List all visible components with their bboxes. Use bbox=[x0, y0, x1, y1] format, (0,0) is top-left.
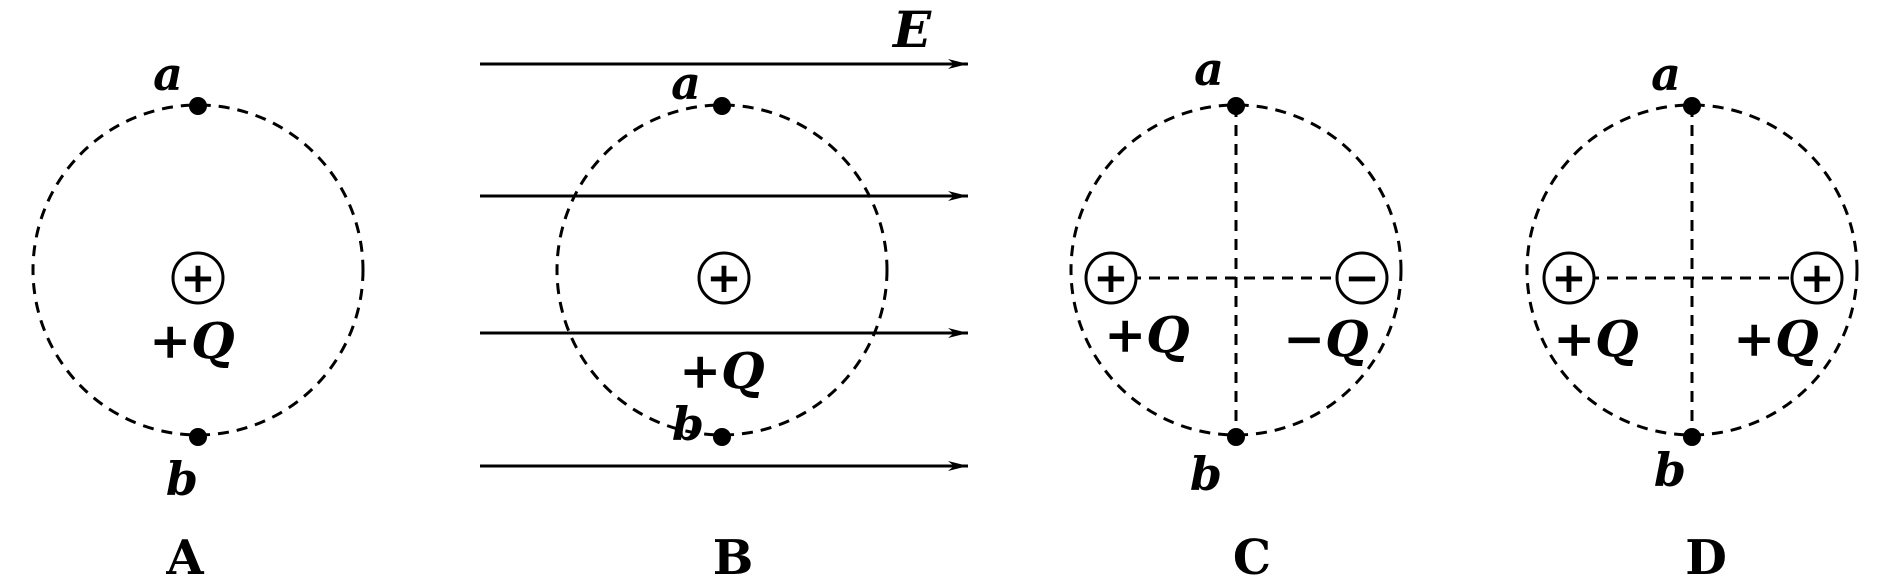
panel-b: E a b + +Q B bbox=[480, 0, 968, 586]
panel-c-charge-2-sign: − bbox=[1344, 253, 1379, 302]
panel-b-point-a-dot bbox=[713, 97, 731, 115]
panel-a-charge-1-label: +Q bbox=[149, 311, 234, 370]
panel-b-point-b-dot bbox=[713, 428, 731, 446]
panel-d-charge-1-sign: + bbox=[1551, 253, 1586, 302]
panel-d-charge-1: + +Q bbox=[1542, 251, 1639, 368]
panel-a-point-b-label: b bbox=[166, 452, 198, 506]
panel-b-caption: B bbox=[713, 530, 754, 586]
panel-b-field-label: E bbox=[891, 0, 932, 59]
panel-d-point-a-dot bbox=[1683, 97, 1701, 115]
panel-c-charge-2-label: −Q bbox=[1283, 309, 1368, 368]
panel-d-charge-2-label: +Q bbox=[1733, 309, 1818, 368]
panel-c-charge-2-circle bbox=[1335, 251, 1389, 305]
panel-c-charge-1-sign: + bbox=[1093, 253, 1128, 302]
panel-d-point-a-label: a bbox=[1651, 47, 1681, 101]
panel-a-point-a-dot bbox=[189, 97, 207, 115]
panel-d-charge-2-sign: + bbox=[1799, 253, 1834, 302]
panel-c-charge-1-label: +Q bbox=[1104, 305, 1189, 364]
panel-d-dashed-circle bbox=[1525, 103, 1859, 437]
panel-c-charge-1-circle bbox=[1084, 251, 1138, 305]
panel-d: a b + +Q + +Q D bbox=[1525, 47, 1859, 586]
panel-c: a b + +Q − −Q C bbox=[1069, 42, 1403, 586]
panel-b-field-lines bbox=[480, 59, 968, 471]
panel-c-point-a-label: a bbox=[1194, 42, 1224, 96]
panel-a-charge-1-sign: + bbox=[180, 253, 215, 302]
panel-b-charge-1: + +Q bbox=[679, 251, 765, 400]
panel-a-point-b-dot bbox=[189, 428, 207, 446]
panel-b-charge-1-sign: + bbox=[706, 253, 741, 302]
panel-c-point-b-dot bbox=[1227, 428, 1245, 446]
panel-d-point-b-dot bbox=[1683, 428, 1701, 446]
panel-b-dashed-circle bbox=[555, 103, 889, 437]
panel-d-charge-2-circle bbox=[1790, 251, 1844, 305]
panel-c-point-a-dot bbox=[1227, 97, 1245, 115]
panel-b-charge-1-label: +Q bbox=[679, 341, 764, 400]
panel-d-charge-1-label: +Q bbox=[1553, 309, 1638, 368]
panel-a-dashed-circle bbox=[31, 103, 365, 437]
panel-b-charge-1-circle bbox=[697, 251, 751, 305]
panel-a-charge-1-circle bbox=[171, 251, 225, 305]
panel-c-charge-1: + +Q bbox=[1084, 251, 1190, 364]
panel-d-charge-2: + +Q bbox=[1733, 251, 1844, 368]
panel-b-point-a-label: a bbox=[671, 56, 701, 110]
panel-c-point-b-label: b bbox=[1190, 447, 1222, 501]
panel-c-caption: C bbox=[1233, 530, 1271, 586]
panel-a-caption: A bbox=[165, 530, 204, 586]
panel-d-charge-1-circle bbox=[1542, 251, 1596, 305]
panel-a: a b + +Q A bbox=[31, 47, 365, 586]
panel-b-point-b-label: b bbox=[672, 397, 704, 451]
panel-a-charge-1: + +Q bbox=[149, 251, 235, 370]
panel-d-point-b-label: b bbox=[1654, 443, 1686, 497]
panel-d-caption: D bbox=[1685, 530, 1727, 586]
panel-c-dashed-circle bbox=[1069, 103, 1403, 437]
panel-c-charge-2: − −Q bbox=[1283, 251, 1389, 368]
panel-a-point-a-label: a bbox=[153, 47, 183, 101]
